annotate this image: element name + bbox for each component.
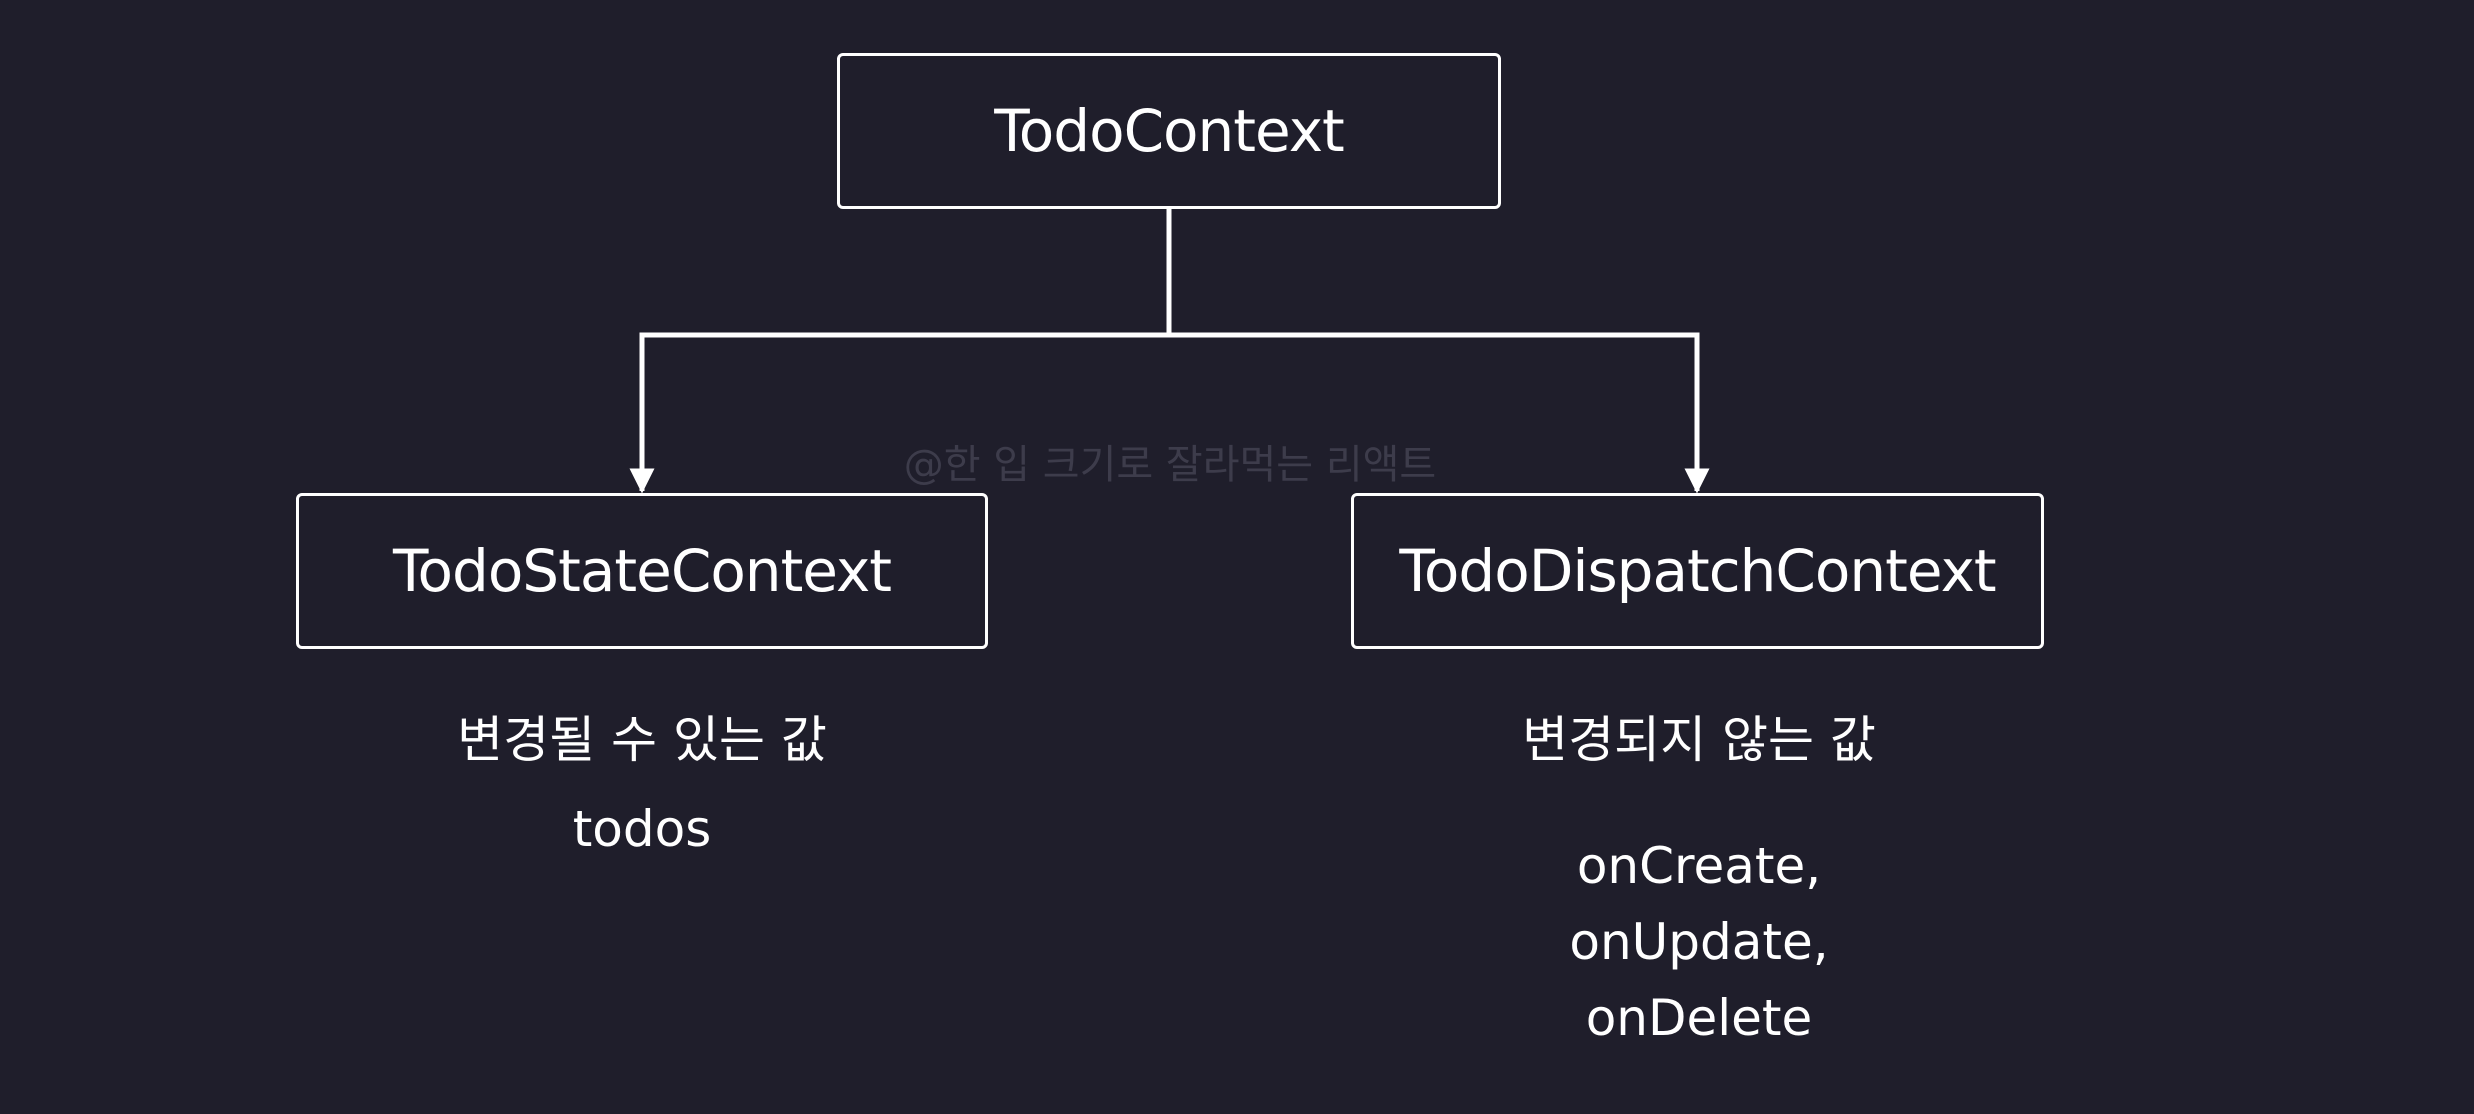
state-context-box: TodoStateContext	[296, 493, 988, 649]
connector-branch-right	[1169, 332, 1710, 494]
connector-branch-left	[629, 332, 1169, 494]
root-context-box: TodoContext	[837, 53, 1501, 209]
dispatch-value-item: onCreate,	[1576, 837, 1822, 895]
dispatch-value-item: onDelete	[1585, 989, 1813, 1047]
watermark-text: @한 입 크기로 잘라먹는 리액트	[903, 442, 1437, 488]
state-context-value: todos	[572, 800, 712, 858]
state-context-label: TodoStateContext	[392, 537, 892, 605]
dispatch-value-item: onUpdate,	[1569, 913, 1829, 971]
dispatch-context-caption: 변경되지 않는 값	[1522, 711, 1876, 769]
root-context-label: TodoContext	[994, 97, 1345, 165]
dispatch-context-box: TodoDispatchContext	[1351, 493, 2044, 649]
state-context-caption: 변경될 수 있는 값	[457, 711, 827, 769]
dispatch-context-label: TodoDispatchContext	[1399, 537, 1996, 605]
dispatch-context-values: onCreate, onUpdate, onDelete	[1397, 828, 2001, 1056]
